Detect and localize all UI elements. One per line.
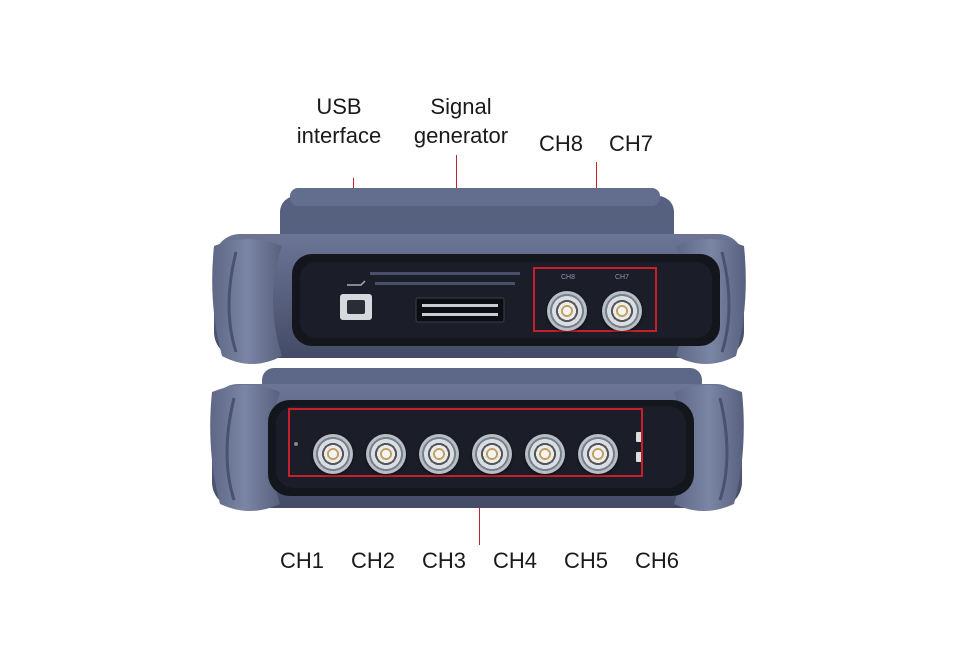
- usb-label-line2: interface: [296, 123, 382, 148]
- ch7-bnc-connector: [602, 291, 642, 331]
- ch5-label: CH5: [563, 548, 608, 573]
- ch6-label: CH6: [634, 548, 679, 573]
- signal-generator-label: Signal generator: [402, 92, 520, 150]
- ch7-label: CH7: [608, 131, 653, 156]
- ch1-bnc-connector: [313, 434, 353, 474]
- ch3-label: CH3: [421, 548, 466, 573]
- ch4-bnc-connector: [472, 434, 512, 474]
- ch2-bnc-connector: [366, 434, 406, 474]
- ch5-bnc-connector: [525, 434, 565, 474]
- usb-label-line1: USB: [316, 94, 362, 119]
- signal-generator-header: [415, 297, 505, 323]
- ch1-label: CH1: [279, 548, 324, 573]
- ch3-bnc-connector: [419, 434, 459, 474]
- ch2-label: CH2: [350, 548, 395, 573]
- signal-label-line2: generator: [413, 123, 509, 148]
- bottom-channels-leader-line: [479, 476, 480, 545]
- svg-text:CH7: CH7: [615, 274, 629, 281]
- usb-interface-label: USB interface: [286, 92, 392, 150]
- svg-text:CH8: CH8: [561, 274, 575, 281]
- ch8-bnc-connector: [547, 291, 587, 331]
- top-unit: CH8 CH7: [212, 188, 746, 364]
- ch8-label: CH8: [538, 131, 583, 156]
- ch4-label: CH4: [492, 548, 537, 573]
- ch6-bnc-connector: [578, 434, 618, 474]
- signal-label-line1: Signal: [430, 94, 492, 119]
